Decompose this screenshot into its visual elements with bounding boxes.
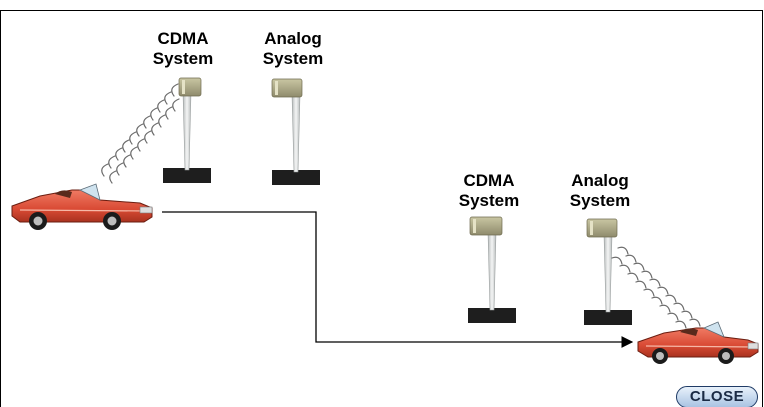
cdma-system-label-1: CDMA System <box>128 29 238 69</box>
cdma-label-line2: System <box>152 49 214 68</box>
cdma-system-label-2: CDMA System <box>434 171 544 211</box>
signal-waves-cdma <box>101 83 180 184</box>
analog-label-line2: System <box>569 191 631 210</box>
analog-tower-2 <box>584 218 632 325</box>
car-right <box>637 321 759 364</box>
cdma-label-line1: CDMA <box>463 171 515 190</box>
cdma-tower-1 <box>163 77 211 183</box>
cdma-tower-2 <box>468 216 516 323</box>
analog-system-label-1: Analog System <box>238 29 348 69</box>
car-left <box>11 183 153 230</box>
handoff-path-arrow <box>162 211 634 348</box>
analog-tower-1 <box>271 78 320 185</box>
analog-label-line1: Analog <box>571 171 629 190</box>
analog-label-line1: Analog <box>264 29 322 48</box>
cdma-label-line2: System <box>458 191 520 210</box>
signal-waves-analog <box>611 246 701 329</box>
analog-system-label-2: Analog System <box>545 171 655 211</box>
close-button[interactable]: CLOSE <box>676 386 758 407</box>
analog-label-line2: System <box>262 49 324 68</box>
cdma-label-line1: CDMA <box>157 29 209 48</box>
diagram-frame <box>0 10 763 407</box>
